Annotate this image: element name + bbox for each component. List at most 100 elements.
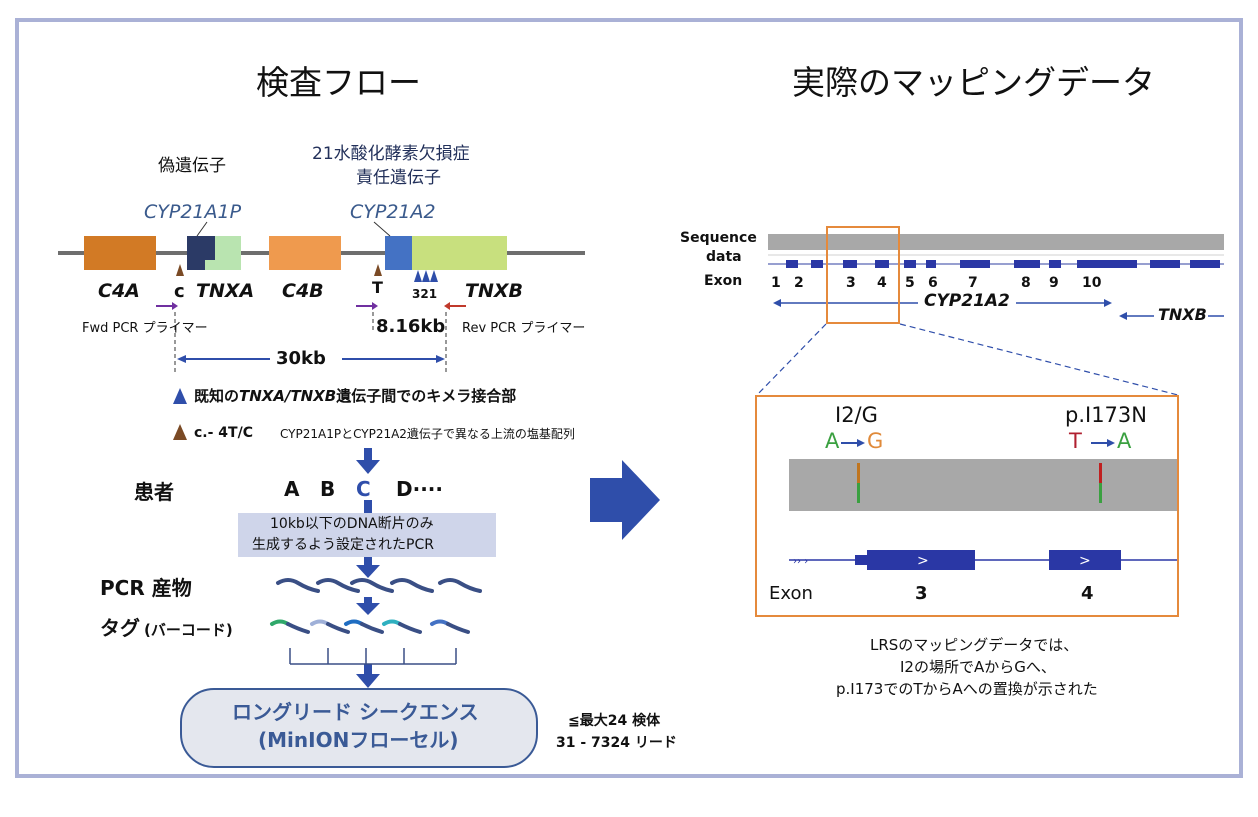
cyp21a1p-step <box>205 236 215 260</box>
cyp21a1p-label: CYP21A1P <box>144 201 242 223</box>
marker-c-brown <box>176 264 184 276</box>
size-30-label: 30kb <box>276 348 326 369</box>
sequence-data-label-1: Sequence <box>680 230 757 246</box>
zoom-exon-label: Exon <box>769 583 813 604</box>
zoom-base-a2: A <box>1117 429 1132 453</box>
lrs-line1: ロングリード シークエンス <box>232 700 479 724</box>
caption-line3: p.I173でのTからAへの置換が示された <box>836 680 1098 698</box>
zoom-panel: > > ›› › I2/G p.I173N A G T A Exon 3 4 <box>755 395 1179 617</box>
rev-primer-label: Rev PCR プライマー <box>462 321 586 336</box>
merge-bracket <box>289 648 457 665</box>
pcr-products <box>276 578 482 593</box>
pcr-product-label: PCR 産物 <box>100 576 192 600</box>
zoom-i2g-label: I2/G <box>835 403 878 427</box>
left-title: 検査フロー <box>256 63 421 102</box>
pcr-box-line1: 10kb以下のDNA断片のみ <box>270 516 434 532</box>
lrs-line2: (MinIONフローセル) <box>258 728 459 752</box>
zoom-base-t: T <box>1069 429 1082 453</box>
tag-label: タグ(バーコード) <box>100 618 233 638</box>
exon-num-7: 7 <box>968 275 978 291</box>
exon-num-9: 9 <box>1049 275 1059 291</box>
mapping-cyp21a2-label: CYP21A2 <box>924 291 1010 311</box>
variant-i2-g2 <box>857 483 860 503</box>
exon-num-8: 8 <box>1021 275 1031 291</box>
legend-blue-prefix: 既知の <box>194 387 240 405</box>
variant-t-a <box>1099 463 1102 483</box>
zoom-exon-3-label: 3 <box>915 583 928 604</box>
zoom-connector-left <box>756 323 827 396</box>
legend-brown-desc: CYP21A1PとCYP21A2遺伝子で異なる上流の塩基配列 <box>280 427 575 441</box>
sequence-track <box>768 234 1224 250</box>
variant-i2-g <box>857 463 860 483</box>
cyp21a2-range-left-head <box>773 299 781 307</box>
patient-b: B <box>320 477 336 501</box>
pseudogene-label: 偽遺伝子 <box>158 156 226 176</box>
caption-line2: I2の場所でAからGへ、 <box>900 658 1056 676</box>
mapping-tnxb-label: TNXB <box>1158 305 1207 324</box>
zoom-p173-label: p.I173N <box>1065 403 1147 427</box>
zoom-base-a: A <box>825 429 840 453</box>
zoom-arrow-a-g-head <box>857 439 865 447</box>
zoom-arrow-t-a-head <box>1107 439 1115 447</box>
exon-num-6: 6 <box>928 275 938 291</box>
exon-num-5: 5 <box>905 275 915 291</box>
size-816-label: 8.16kb <box>376 316 446 337</box>
tagged-products <box>270 619 470 634</box>
zoom-read-track <box>789 459 1177 511</box>
patient-c: C <box>356 477 371 501</box>
zoom-exon-4-label: 4 <box>1081 583 1094 604</box>
zoom-exon-3 <box>867 550 975 570</box>
range-30kb-left-head <box>177 355 186 363</box>
patient-a: A <box>284 477 300 501</box>
exon-num-1: 1 <box>771 275 781 291</box>
patient-label: 患者 <box>134 480 174 504</box>
capacity-line2: 31 - 7324 リード <box>556 735 677 751</box>
caption-line1: LRSのマッピングデータでは、 <box>870 636 1079 654</box>
zoom-exon-4 <box>1049 550 1121 570</box>
pcr-box-line2: 生成するよう設定されたPCR <box>252 537 434 553</box>
exon-blocks <box>786 260 1220 268</box>
right-title: 実際のマッピングデータ <box>792 63 1155 102</box>
c4a-label: C4A <box>98 280 140 302</box>
c4a-box <box>84 236 156 270</box>
legend-brown-main: c.- 4T/C <box>194 425 253 441</box>
zoom-exon-4-dir: > <box>1079 553 1091 569</box>
legend-blue-italic: TNXA/TNXB <box>239 387 337 405</box>
causal-gene-label-1: 21水酸化酵素欠損症 <box>312 144 470 164</box>
pointer-cyp21a2 <box>373 221 391 237</box>
causal-gene-label-2: 責任遺伝子 <box>356 168 441 188</box>
zoom-intron-dirs: ›› › <box>793 556 808 567</box>
legend-blue-text: 既知のTNXA/TNXB遺伝子間でのキメラ接合部 <box>194 389 516 404</box>
zoom-connector-right <box>899 323 1179 396</box>
marker-chimera-2 <box>422 270 430 282</box>
fwd-primer-label: Fwd PCR プライマー <box>82 321 208 336</box>
c-underline <box>364 500 372 513</box>
c-marker-label: c <box>174 281 185 302</box>
zoom-exon-3-utr <box>855 555 869 565</box>
zoom-base-g: G <box>867 429 884 453</box>
tnxa-label: TNXA <box>196 280 255 302</box>
marker-chimera-1 <box>414 270 422 282</box>
capacity-line1: ≦最大24 検体 <box>568 713 661 729</box>
chimera-number-label: 321 <box>412 287 438 301</box>
exon-num-2: 2 <box>794 275 804 291</box>
tnxb-box <box>404 236 507 270</box>
pointer-cyp21a1p <box>196 221 208 237</box>
exon-num-4: 4 <box>877 275 887 291</box>
t-marker-label: T <box>372 278 383 297</box>
flow-arrows <box>356 448 380 688</box>
tnxb-range-head <box>1119 312 1127 320</box>
marker-chimera-3 <box>430 270 438 282</box>
zoom-selection <box>826 226 900 324</box>
exon-num-10: 10 <box>1082 275 1102 291</box>
zoom-graphics: > > ›› › <box>789 439 1177 570</box>
patient-d: D···· <box>396 477 443 501</box>
pcr-condition-box <box>238 513 496 557</box>
fwd2-primer-head <box>372 302 378 310</box>
legend-brown-triangle <box>173 424 187 440</box>
sequence-data-label-2: data <box>706 249 742 265</box>
marker-t-brown <box>374 264 382 276</box>
tag-label-main: タグ <box>100 616 140 640</box>
lrs-box <box>180 688 538 768</box>
